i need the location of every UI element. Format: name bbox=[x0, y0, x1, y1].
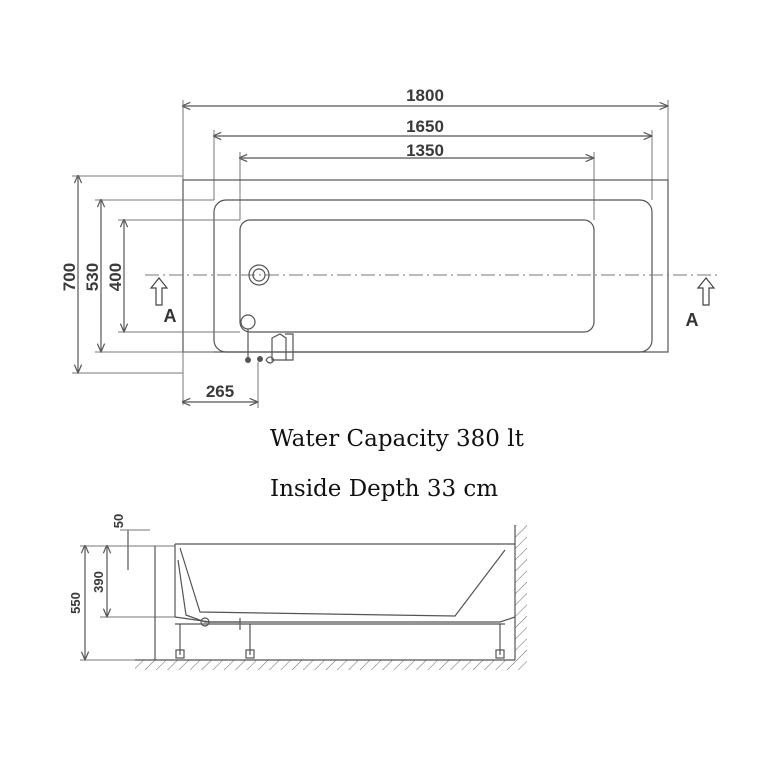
dim-700: 700 bbox=[60, 263, 79, 291]
dim-50: 50 bbox=[111, 514, 126, 528]
dim-1350: 1350 bbox=[406, 141, 444, 160]
dim-265: 265 bbox=[206, 382, 234, 401]
section-mark-left: A bbox=[164, 306, 177, 326]
section-arrow-left-icon bbox=[149, 277, 169, 306]
dim-400: 400 bbox=[106, 263, 125, 291]
drain-pipe-icon bbox=[177, 559, 241, 630]
side-view: 50 390 550 bbox=[68, 514, 527, 670]
faucet-icon bbox=[240, 314, 294, 364]
wall-hatch bbox=[515, 525, 527, 670]
support-legs bbox=[175, 624, 505, 659]
bath-basin bbox=[239, 219, 595, 333]
section-arrow-right-icon bbox=[696, 277, 716, 306]
section-mark-right: A bbox=[686, 310, 699, 330]
bath-rim bbox=[213, 199, 653, 353]
dim-530: 530 bbox=[83, 263, 102, 291]
bath-profile bbox=[154, 543, 516, 660]
floor-hatch bbox=[135, 660, 515, 670]
dim-550: 550 bbox=[68, 592, 83, 614]
dim-1650: 1650 bbox=[406, 117, 444, 136]
drain-icon bbox=[248, 264, 270, 286]
dim-1800: 1800 bbox=[406, 86, 444, 105]
inside-depth: Inside Depth 33 cm bbox=[270, 476, 499, 502]
plan-view: 1800 1650 1350 700 530 400 A A bbox=[60, 86, 718, 408]
dim-390: 390 bbox=[91, 571, 106, 593]
water-capacity: Water Capacity 380 lt bbox=[270, 426, 524, 452]
